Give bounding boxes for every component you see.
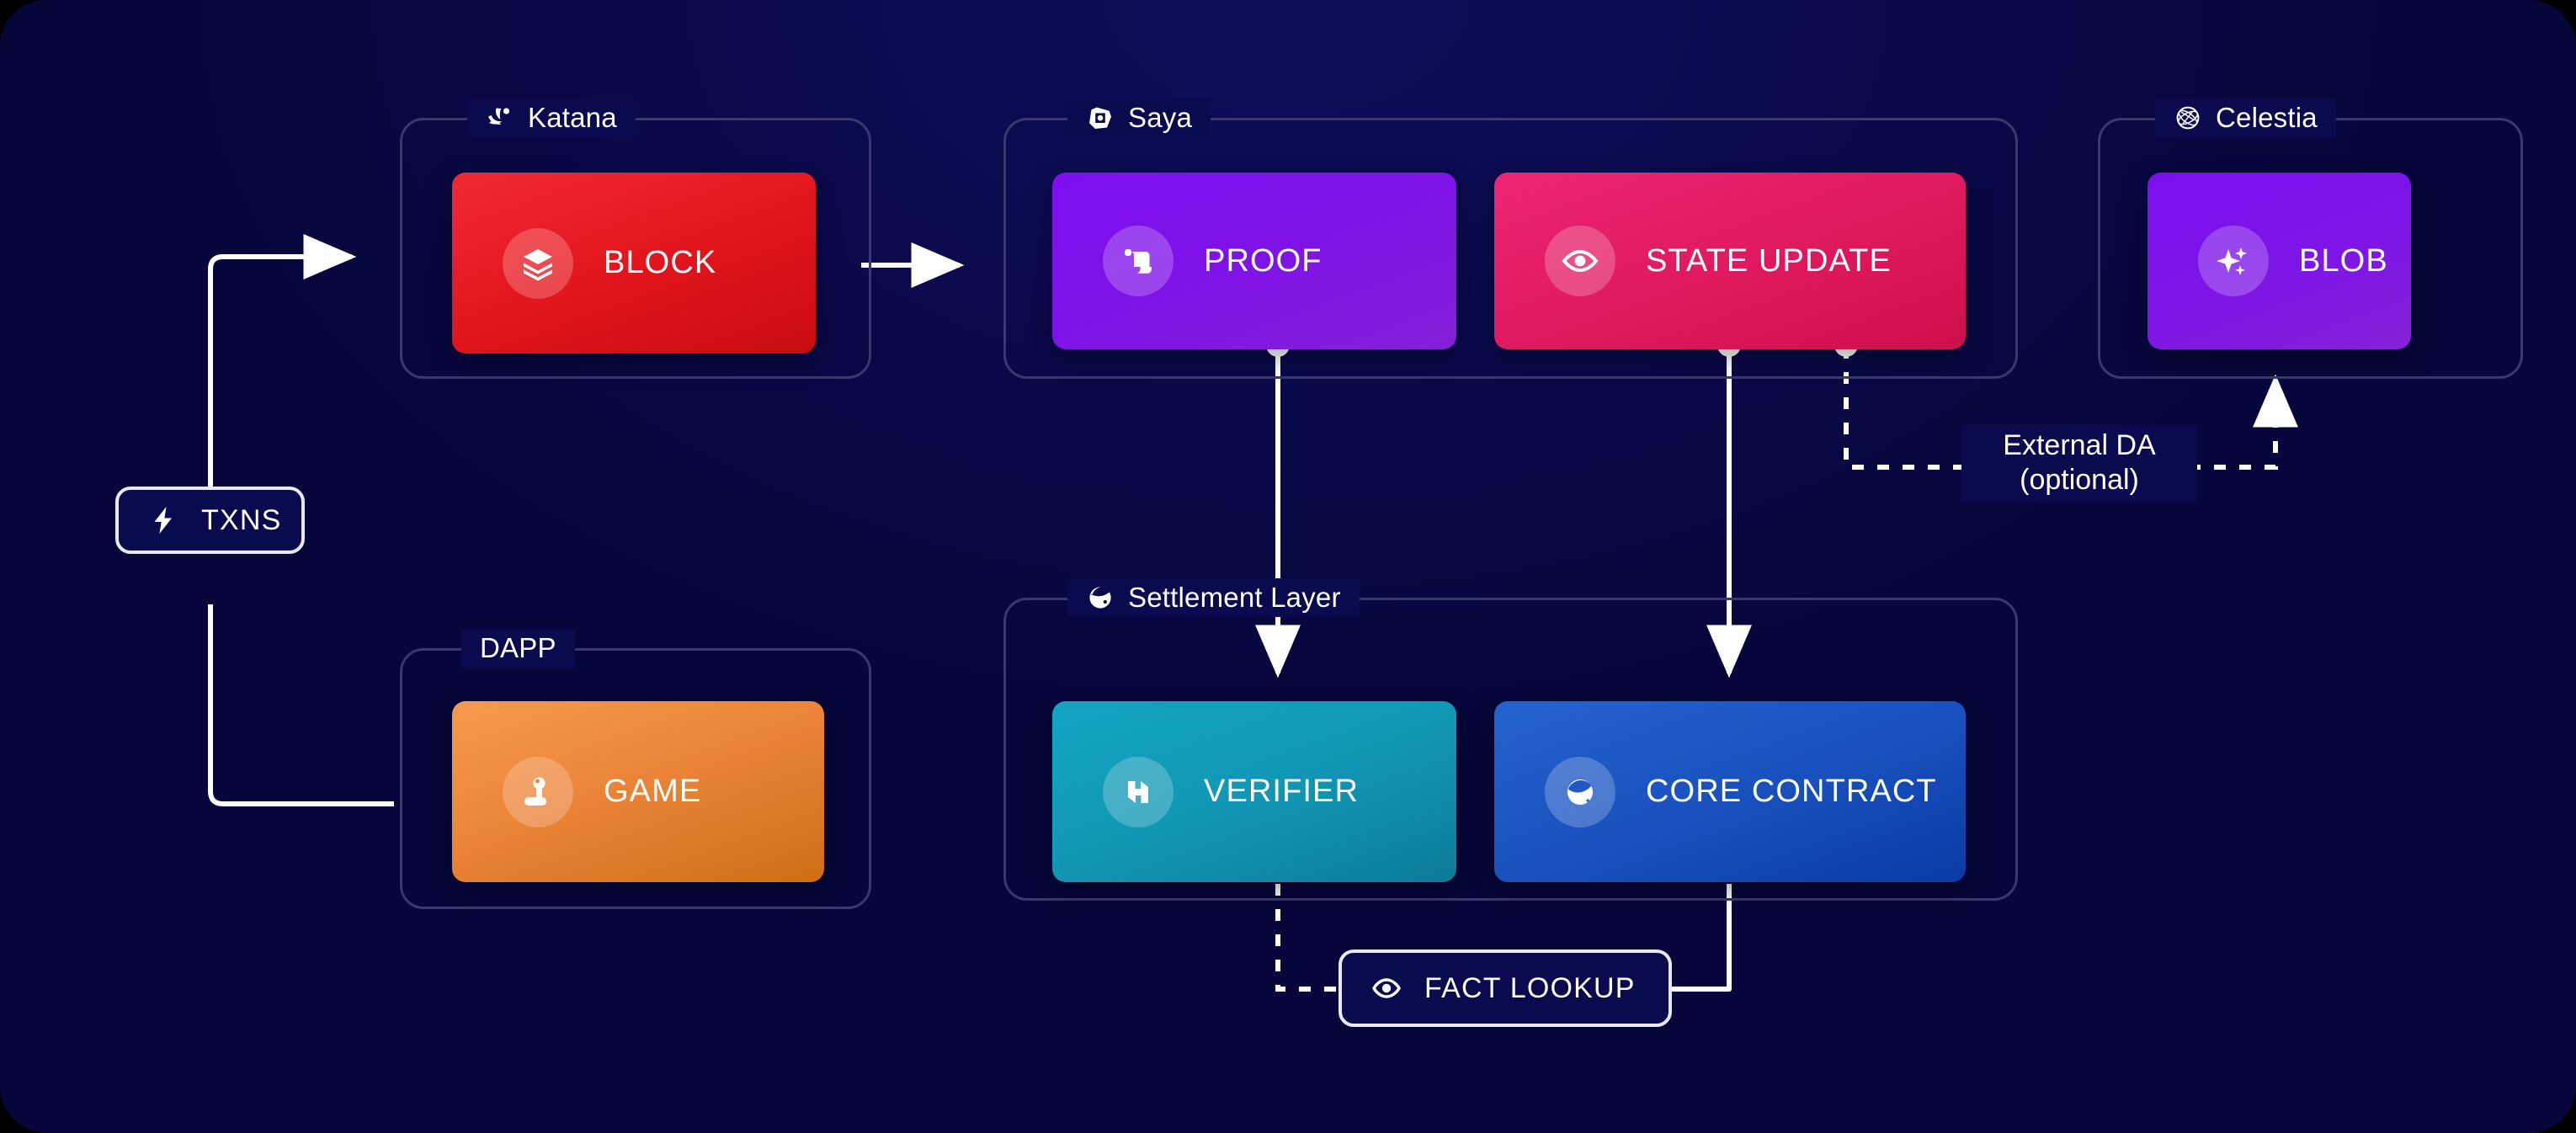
- annotation-line-1: External DA: [2003, 429, 2156, 461]
- edge-externalda-to-blob: [2189, 374, 2298, 470]
- starknet-icon: [1545, 756, 1615, 827]
- group-saya: [1003, 118, 2018, 379]
- node-label: FACT LOOKUP: [1424, 971, 1636, 1004]
- card-core-contract[interactable]: CORE CONTRACT: [1494, 701, 1966, 882]
- card-label: BLOB: [2299, 242, 2388, 279]
- group-label-dapp: DAPP: [461, 629, 575, 668]
- eye-icon: [1545, 226, 1615, 296]
- joystick-icon: [503, 756, 573, 827]
- katana-leaf-icon: [486, 104, 514, 132]
- herodotus-h-icon: [1103, 756, 1174, 827]
- annotation-line-2: (optional): [2020, 464, 2139, 497]
- saya-aperture-icon: [1086, 104, 1115, 132]
- card-blob[interactable]: BLOB: [2148, 173, 2411, 349]
- edge-txns-to-block: [208, 234, 357, 526]
- group-label-katana: Katana: [467, 98, 636, 137]
- group-label-celestia: Celestia: [2155, 98, 2336, 137]
- sparkles-icon: [2198, 226, 2269, 296]
- edge-factlookup-to-core: [1672, 884, 1732, 992]
- card-proof[interactable]: PROOF: [1052, 173, 1456, 349]
- card-label: PROOF: [1204, 242, 1323, 279]
- lightning-bolt-icon: [147, 504, 179, 536]
- group-label-text: Settlement Layer: [1128, 582, 1341, 613]
- group-dapp: [400, 648, 871, 909]
- card-label: CORE CONTRACT: [1646, 774, 1937, 809]
- card-label: VERIFIER: [1204, 774, 1360, 809]
- group-label-text: Katana: [528, 102, 617, 133]
- card-label: GAME: [604, 774, 702, 809]
- card-verifier[interactable]: VERIFIER: [1052, 701, 1456, 882]
- group-label-settlement-layer: Settlement Layer: [1067, 578, 1360, 617]
- group-settlement-layer: [1003, 598, 2018, 901]
- edge-txns-to-game: [208, 604, 394, 806]
- edge-stateupdate-to-blob: [1844, 347, 1970, 470]
- node-fact-lookup[interactable]: FACT LOOKUP: [1339, 949, 1672, 1027]
- group-label-text: DAPP: [480, 632, 556, 663]
- node-label: TXNS: [201, 503, 282, 536]
- group-label-text: Saya: [1128, 102, 1193, 133]
- celestia-globe-icon: [2174, 104, 2202, 132]
- card-state-update[interactable]: STATE UPDATE: [1494, 173, 1966, 349]
- eye-icon: [1370, 972, 1402, 1004]
- layers-icon: [503, 227, 573, 299]
- group-katana: [400, 118, 871, 379]
- settlement-moon-icon: [1086, 583, 1115, 612]
- group-label-text: Celestia: [2216, 102, 2318, 133]
- edge-verifier-to-factlookup: [1275, 884, 1337, 992]
- annotation-external-da: External DA (optional): [1961, 425, 2197, 502]
- card-label: BLOCK: [604, 245, 717, 280]
- group-label-saya: Saya: [1067, 98, 1211, 137]
- card-label: STATE UPDATE: [1646, 242, 1892, 279]
- card-block[interactable]: BLOCK: [452, 173, 816, 354]
- scroll-icon: [1103, 226, 1174, 296]
- card-game[interactable]: GAME: [452, 701, 824, 882]
- node-txns[interactable]: TXNS: [115, 487, 305, 554]
